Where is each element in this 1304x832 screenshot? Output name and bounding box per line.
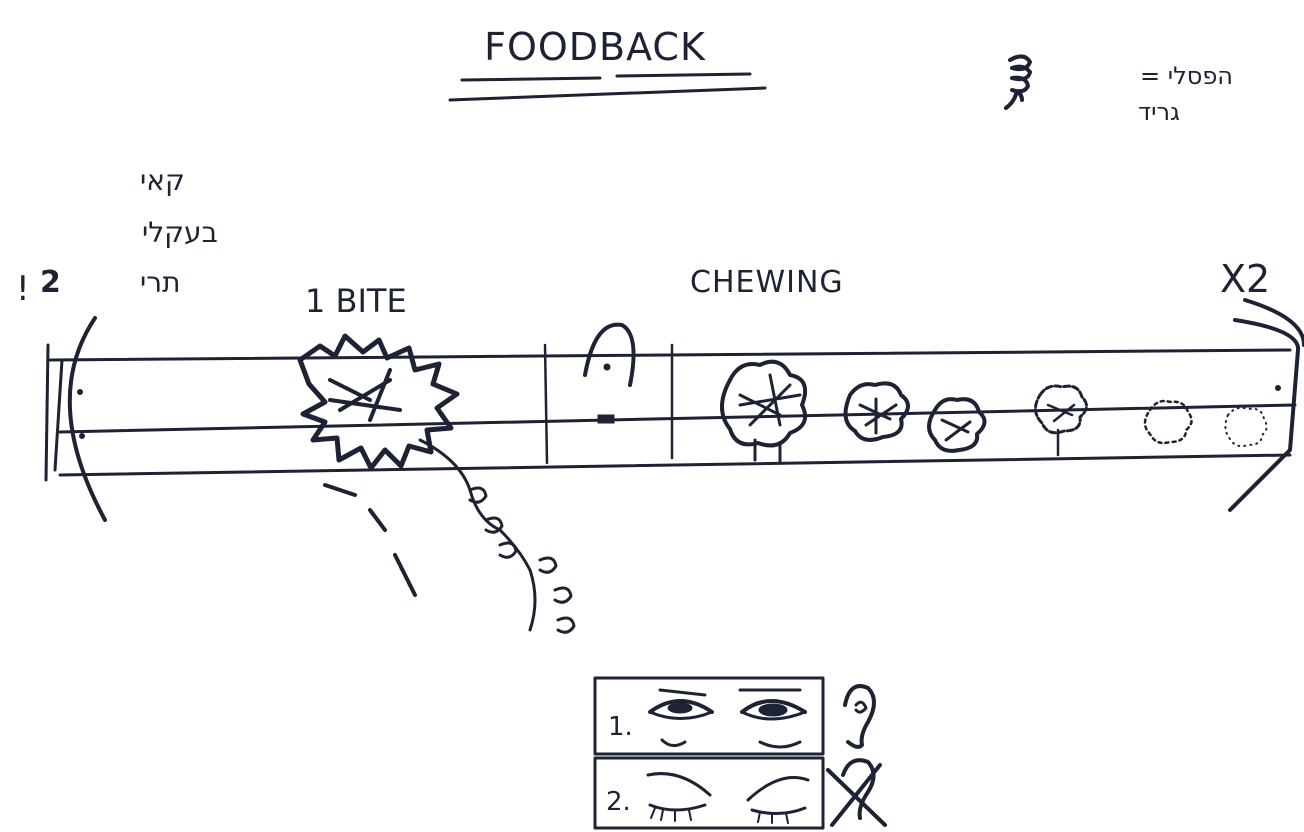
left-note-number: 2 bbox=[40, 265, 61, 300]
chewing-stage-1-icon bbox=[722, 362, 805, 463]
chewing-stage-2-icon bbox=[846, 383, 908, 440]
chewing-stage-6-icon bbox=[1225, 408, 1266, 446]
mode-2-number: 2. bbox=[606, 787, 631, 817]
repeat-label: X2 bbox=[1220, 257, 1270, 301]
page-title: FOODBACK bbox=[484, 25, 706, 69]
mode-box-2: 2. bbox=[595, 758, 823, 828]
open-mouth-icon bbox=[585, 325, 634, 423]
bite-burst-icon bbox=[300, 336, 574, 632]
ear-icon bbox=[845, 686, 874, 747]
left-note-line2: בעקלי bbox=[142, 216, 218, 249]
left-note: קאי בעקלי תרי 2 ! bbox=[16, 164, 218, 309]
legend: הפסלי = גריד bbox=[1006, 56, 1233, 126]
chewing-label: CHEWING bbox=[690, 265, 844, 300]
bite-label: 1 BITE bbox=[305, 282, 407, 320]
timeline-strip bbox=[46, 300, 1304, 520]
left-note-line3: תרי bbox=[140, 266, 180, 299]
spiral-icon bbox=[1006, 56, 1030, 108]
title-underline bbox=[450, 74, 765, 100]
legend-line1: הפסלי = bbox=[1140, 62, 1233, 90]
ear-crossed-icon bbox=[828, 760, 885, 825]
chewing-stage-4-icon bbox=[1035, 386, 1086, 455]
legend-line2: גריד bbox=[1138, 98, 1180, 126]
left-note-exclaim: ! bbox=[16, 269, 30, 309]
left-note-line1: קאי bbox=[140, 164, 185, 197]
chewing-stage-3-icon bbox=[929, 399, 985, 451]
eyes-closed-icon bbox=[648, 774, 808, 823]
mode-box-1: 1. bbox=[595, 678, 823, 754]
mode-1-number: 1. bbox=[608, 712, 633, 742]
eyes-open-icon bbox=[650, 690, 805, 747]
